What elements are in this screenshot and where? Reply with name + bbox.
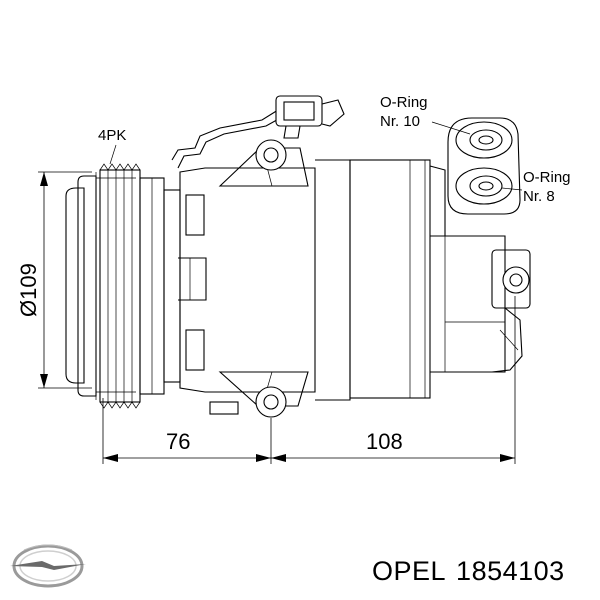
oring-right-label-line1: O-Ring: [523, 169, 571, 186]
pulley: [65, 163, 181, 409]
front-housing: [178, 139, 316, 418]
oring-top-label-line2: Nr. 10: [380, 113, 420, 130]
belt-label: 4PK: [98, 127, 126, 144]
oring-right-label-line2: Nr. 8: [523, 188, 555, 205]
length-right-label: 108: [366, 429, 403, 454]
part-caption: OPEL 1854103: [372, 556, 565, 587]
electric-connector: [171, 95, 345, 169]
diameter-dimension: [38, 171, 92, 389]
refrigerant-ports: [447, 117, 521, 215]
compressor-body: [315, 159, 531, 401]
length-left-label: 76: [166, 429, 190, 454]
part-number: 1854103: [456, 556, 565, 586]
oring-top-label-line1: O-Ring: [380, 94, 428, 111]
brand-name: OPEL: [372, 556, 447, 586]
diameter-label: Ø109: [16, 263, 41, 317]
opel-logo-icon: [10, 544, 86, 588]
length-dimensions: [102, 296, 516, 464]
